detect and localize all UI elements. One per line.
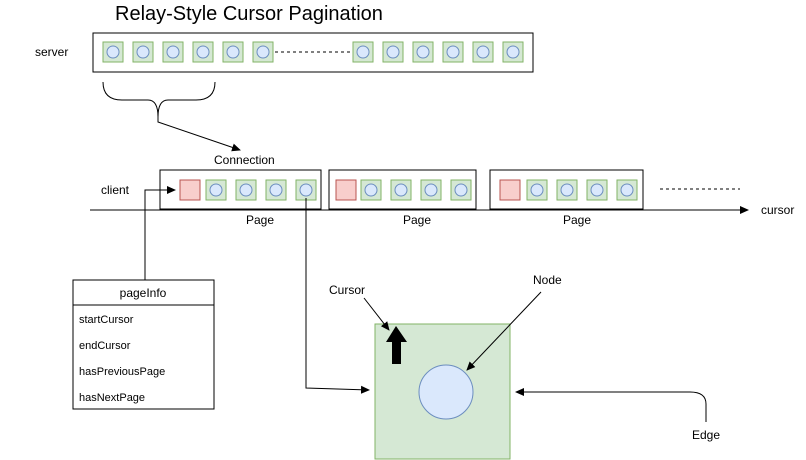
node-circle <box>269 183 283 197</box>
node-circle <box>239 183 253 197</box>
edge-annotation-arrow <box>515 388 707 422</box>
page-info-field: endCursor <box>79 340 131 352</box>
node-circle <box>106 45 120 59</box>
server-edges <box>102 41 524 63</box>
node-circle <box>530 183 544 197</box>
page-cells <box>179 179 638 201</box>
node-circle <box>209 183 223 197</box>
page-info-field: hasPreviousPage <box>79 366 165 378</box>
page-info-field: startCursor <box>79 314 134 326</box>
page-info-field: hasNextPage <box>79 392 145 404</box>
page-info-cell <box>335 179 357 201</box>
node-annotation-arrow <box>466 291 542 371</box>
page-label: Page <box>246 213 274 227</box>
node-circle <box>560 183 574 197</box>
node-circle <box>299 183 313 197</box>
page-info-title: pageInfo <box>120 286 167 300</box>
page-info-cell <box>499 179 521 201</box>
node-circle <box>506 45 520 59</box>
page-info-box <box>72 279 215 410</box>
node-circle <box>226 45 240 59</box>
node-circle <box>424 183 438 197</box>
node-circle <box>256 45 270 59</box>
node-annotation-label: Node <box>533 273 562 287</box>
node-circle <box>356 45 370 59</box>
cursor-arrow-icon <box>386 326 407 364</box>
page-label: Page <box>563 213 591 227</box>
node-circle <box>620 183 634 197</box>
page-label: Page <box>403 213 431 227</box>
node-circle <box>590 183 604 197</box>
cursor-axis-label: cursor <box>761 203 794 217</box>
node-circle <box>136 45 150 59</box>
node-circle <box>418 364 474 420</box>
edge-detail-arrow <box>305 198 370 394</box>
node-circle <box>386 45 400 59</box>
node-circle <box>196 45 210 59</box>
edge-annotation-label: Edge <box>692 428 720 442</box>
page-info-cell <box>179 179 201 201</box>
node-circle <box>364 183 378 197</box>
diagram-title: Relay-Style Cursor Pagination <box>115 3 383 25</box>
cursor-annotation-arrow <box>363 297 390 331</box>
node-circle <box>394 183 408 197</box>
node-circle <box>476 45 490 59</box>
page-info-arrow <box>144 186 176 280</box>
brace-to-connection-arrow <box>157 117 241 152</box>
node-circle <box>416 45 430 59</box>
selection-brace <box>102 81 216 118</box>
client-label: client <box>101 183 130 197</box>
node-circle <box>446 45 460 59</box>
server-label: server <box>35 45 68 59</box>
node-circle <box>166 45 180 59</box>
connection-label: Connection <box>214 153 275 167</box>
node-circle <box>454 183 468 197</box>
cursor-annotation-label: Cursor <box>329 283 365 297</box>
